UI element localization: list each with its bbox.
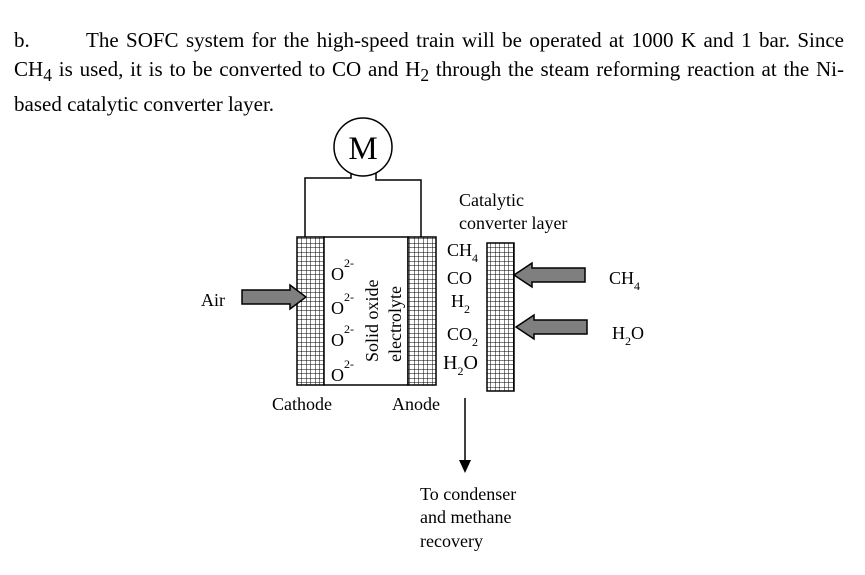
wire-cathode: [304, 173, 352, 237]
sentence-2-sub2: 2: [420, 65, 430, 86]
sentence-2-b: is used, it is to be converted to CO and…: [51, 57, 421, 81]
oxide-ion-1: O: [331, 264, 344, 284]
anode-layer: [407, 236, 437, 386]
species-ch4: CH4: [447, 240, 478, 265]
ch4-feed-arrow: [512, 261, 586, 289]
sentence-2-sub: 4: [43, 65, 52, 86]
outlet-arrowhead: [459, 460, 471, 473]
oxide-charge-3: 2-: [344, 322, 354, 336]
oxide-charge-1: 2-: [344, 256, 354, 270]
outlet-label-3: recovery: [420, 531, 483, 551]
anode-label: Anode: [392, 394, 440, 414]
oxide-charge-2: 2-: [344, 290, 354, 304]
question-paragraph: b. The SOFC system for the high-speed tra…: [14, 26, 844, 119]
sentence-2-c: through the steam reforming reaction at …: [14, 57, 844, 117]
question-marker: b.: [14, 28, 30, 52]
motor-circle: [333, 117, 393, 177]
outlet-label-2: and methane: [420, 507, 511, 527]
motor: M: [333, 117, 393, 177]
sentence-1: The SOFC system for the high-speed train…: [86, 28, 790, 52]
wire-anode: [375, 173, 422, 237]
catalytic-layer: [486, 242, 515, 392]
motor-symbol: M: [348, 131, 377, 167]
electrolyte-layer: [323, 236, 409, 386]
catalytic-label-2: converter layer: [459, 213, 567, 233]
electrolyte-label-2: electrolyte: [385, 286, 405, 362]
h2o-feed-arrow: [514, 313, 588, 341]
cathode-layer: [296, 236, 325, 386]
species-co2: CO2: [447, 324, 478, 349]
catalytic-label-1: Catalytic: [459, 190, 524, 210]
air-label: Air: [201, 290, 225, 310]
oxide-ion-3: O: [331, 330, 344, 350]
oxide-ion-2: O: [331, 298, 344, 318]
electrolyte-label-1: Solid oxide: [362, 279, 382, 362]
species-h2o: H2O: [443, 352, 478, 378]
outlet-label-1: To condenser: [420, 484, 516, 504]
cathode-label: Cathode: [272, 394, 332, 414]
oxide-ion-4: O: [331, 365, 344, 385]
h2o-feed-label: H2O: [612, 323, 644, 348]
oxide-ions: O 2- O 2- O 2- O 2-: [331, 256, 354, 385]
sentence-2-a: Since CH: [14, 28, 844, 81]
external-circuit: [304, 173, 422, 237]
species-co: CO: [447, 268, 472, 288]
species-h2: H2: [451, 291, 470, 316]
ch4-feed-label: CH4: [609, 268, 640, 293]
oxide-charge-4: 2-: [344, 357, 354, 371]
air-arrow: [241, 283, 308, 311]
species-list: CH4 CO H2 CO2 H2O: [443, 240, 478, 378]
